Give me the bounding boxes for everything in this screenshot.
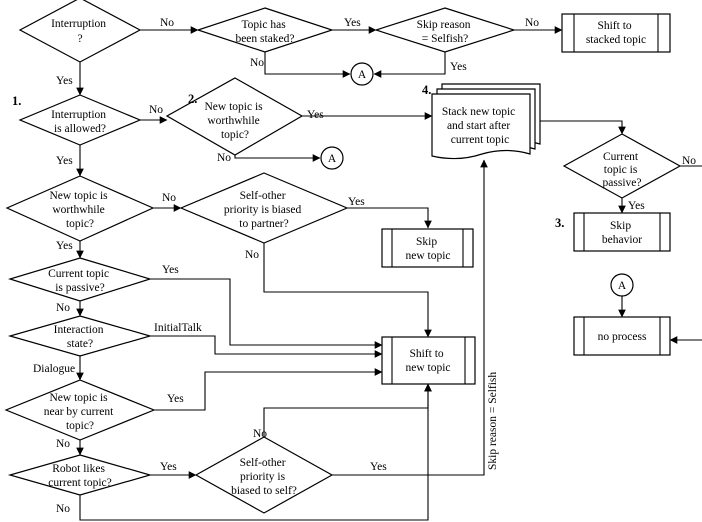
edge-staked-no-a <box>264 52 351 78</box>
process-shift-stacked <box>561 13 671 53</box>
text-worthwhile-left: New topic is worthwhile topic? <box>49 190 110 230</box>
decision-current-passive-left <box>7 257 153 302</box>
edge-passive-right-no <box>669 165 702 344</box>
decisions <box>4 0 682 514</box>
text-interaction-state: Interaction state? <box>54 324 107 350</box>
text-interruption-allowed: Interruption is allowed? <box>51 109 109 135</box>
text-robot-likes: Robot likes current topic? <box>48 463 112 489</box>
label-worthwhile-top-yes: Yes <box>307 109 324 121</box>
connector-a-right <box>610 273 634 297</box>
step-number-3: 3. <box>555 216 564 230</box>
step-number-2: 2. <box>188 92 197 106</box>
label-likes-yes: Yes <box>160 461 177 473</box>
edge-self-yes-stack <box>332 159 488 476</box>
text-skip-reason-selfish: Skip reason = Selfish? <box>417 19 474 45</box>
decision-priority-partner <box>179 172 349 244</box>
process-skip-behavior <box>573 212 671 252</box>
edge-labels: No Yes No No Yes Yes No Yes No Yes No Ye… <box>33 17 696 515</box>
edge-stack-to-passive <box>540 120 626 135</box>
text-stack-new: Stack new topic and start after current … <box>442 106 518 146</box>
decision-worthwhile-left <box>5 175 155 242</box>
decision-interruption <box>18 0 142 63</box>
decision-current-passive-right <box>562 133 682 199</box>
edge-self-no <box>263 383 432 437</box>
edge-partner-yes <box>347 207 432 229</box>
process-no-process <box>573 316 671 356</box>
label-passive-right-yes: Yes <box>628 200 645 212</box>
connector-a-right-label: A <box>618 280 627 292</box>
connector-a-top <box>350 62 374 86</box>
edge-near-yes <box>154 368 383 411</box>
decision-skip-reason-selfish <box>374 7 516 53</box>
label-allowed-no: No <box>149 104 163 116</box>
label-worthwhile-top-no: No <box>217 152 231 164</box>
label-interruption-no: No <box>160 17 174 29</box>
decision-interruption-allowed <box>18 94 142 146</box>
edge-likes-no <box>79 383 432 521</box>
label-selfish-no: No <box>525 17 539 29</box>
text-skip-behavior: Skip behavior <box>602 220 642 246</box>
decision-robot-likes <box>7 454 153 496</box>
document-stack-new <box>431 83 541 160</box>
decision-priority-self <box>194 436 334 514</box>
label-selfish-yes: Yes <box>450 61 467 73</box>
label-initialtalk: InitialTalk <box>154 322 202 334</box>
text-current-passive-right: Current topic is passive? <box>603 151 642 189</box>
connector-a-middle-label: A <box>328 153 337 165</box>
label-partner-yes: Yes <box>348 196 365 208</box>
label-worthwhile-left-yes: Yes <box>56 240 73 252</box>
text-skip-new: Skip new topic <box>405 236 450 262</box>
text-topic-staked: Topic has been staked? <box>235 19 294 45</box>
label-allowed-yes: Yes <box>56 155 73 167</box>
label-near-no: No <box>56 438 70 450</box>
label-staked-no: No <box>250 57 264 69</box>
edge-worthwhile-top-no <box>234 154 321 162</box>
text-near-current: New topic is near by current topic? <box>44 392 116 432</box>
step-numbers: 1. 2. 3. 4. <box>12 83 564 230</box>
node-texts: Interruption ? Topic has been staked? Sk… <box>44 18 647 497</box>
decision-near-current <box>4 379 156 441</box>
processes <box>381 13 671 385</box>
decision-worthwhile-top <box>165 77 304 156</box>
process-skip-new <box>381 228 474 268</box>
connector-a-top-label: A <box>358 69 367 81</box>
label-interruption-yes: Yes <box>56 75 73 87</box>
text-no-process: no process <box>598 331 647 343</box>
edge-partner-no <box>263 243 432 338</box>
step-number-4: 4. <box>422 83 431 97</box>
edge-passive-left-yes <box>150 278 383 349</box>
edge-selfish-yes-a <box>373 52 446 78</box>
step-number-1: 1. <box>12 94 21 108</box>
label-passive-right-no: No <box>682 155 696 167</box>
label-near-yes: Yes <box>167 393 184 405</box>
label-self-yes: Yes <box>370 461 387 473</box>
text-shift-new: Shift to new topic <box>405 348 450 374</box>
label-skip-reason-selfish: Skip reason = Selfish <box>487 372 499 470</box>
edge-initialtalk <box>150 335 383 358</box>
label-staked-yes: Yes <box>344 17 361 29</box>
text-interruption: Interruption ? <box>51 18 109 45</box>
label-partner-no: No <box>245 249 259 261</box>
text-current-passive-left: Current topic is passive? <box>48 268 112 294</box>
label-passive-left-yes: Yes <box>162 264 179 276</box>
text-shift-stacked: Shift to stacked topic <box>586 20 646 46</box>
text-priority-self: Self-other priority is biased to self? <box>231 457 297 497</box>
text-priority-partner: Self-other priority is biased to partner… <box>224 190 304 230</box>
connector-a-middle <box>320 146 344 170</box>
connectors <box>76 26 702 521</box>
text-worthwhile-top: New topic is worthwhile topic? <box>204 101 265 141</box>
decision-interaction-state <box>7 315 153 357</box>
label-likes-no: No <box>56 503 70 515</box>
label-passive-left-no: No <box>56 302 70 314</box>
on-page-connectors: A A A <box>320 62 634 297</box>
process-shift-new <box>381 336 476 385</box>
label-worthwhile-left-no: No <box>162 192 176 204</box>
label-dialogue: Dialogue <box>33 363 75 375</box>
decision-topic-staked <box>196 7 334 53</box>
